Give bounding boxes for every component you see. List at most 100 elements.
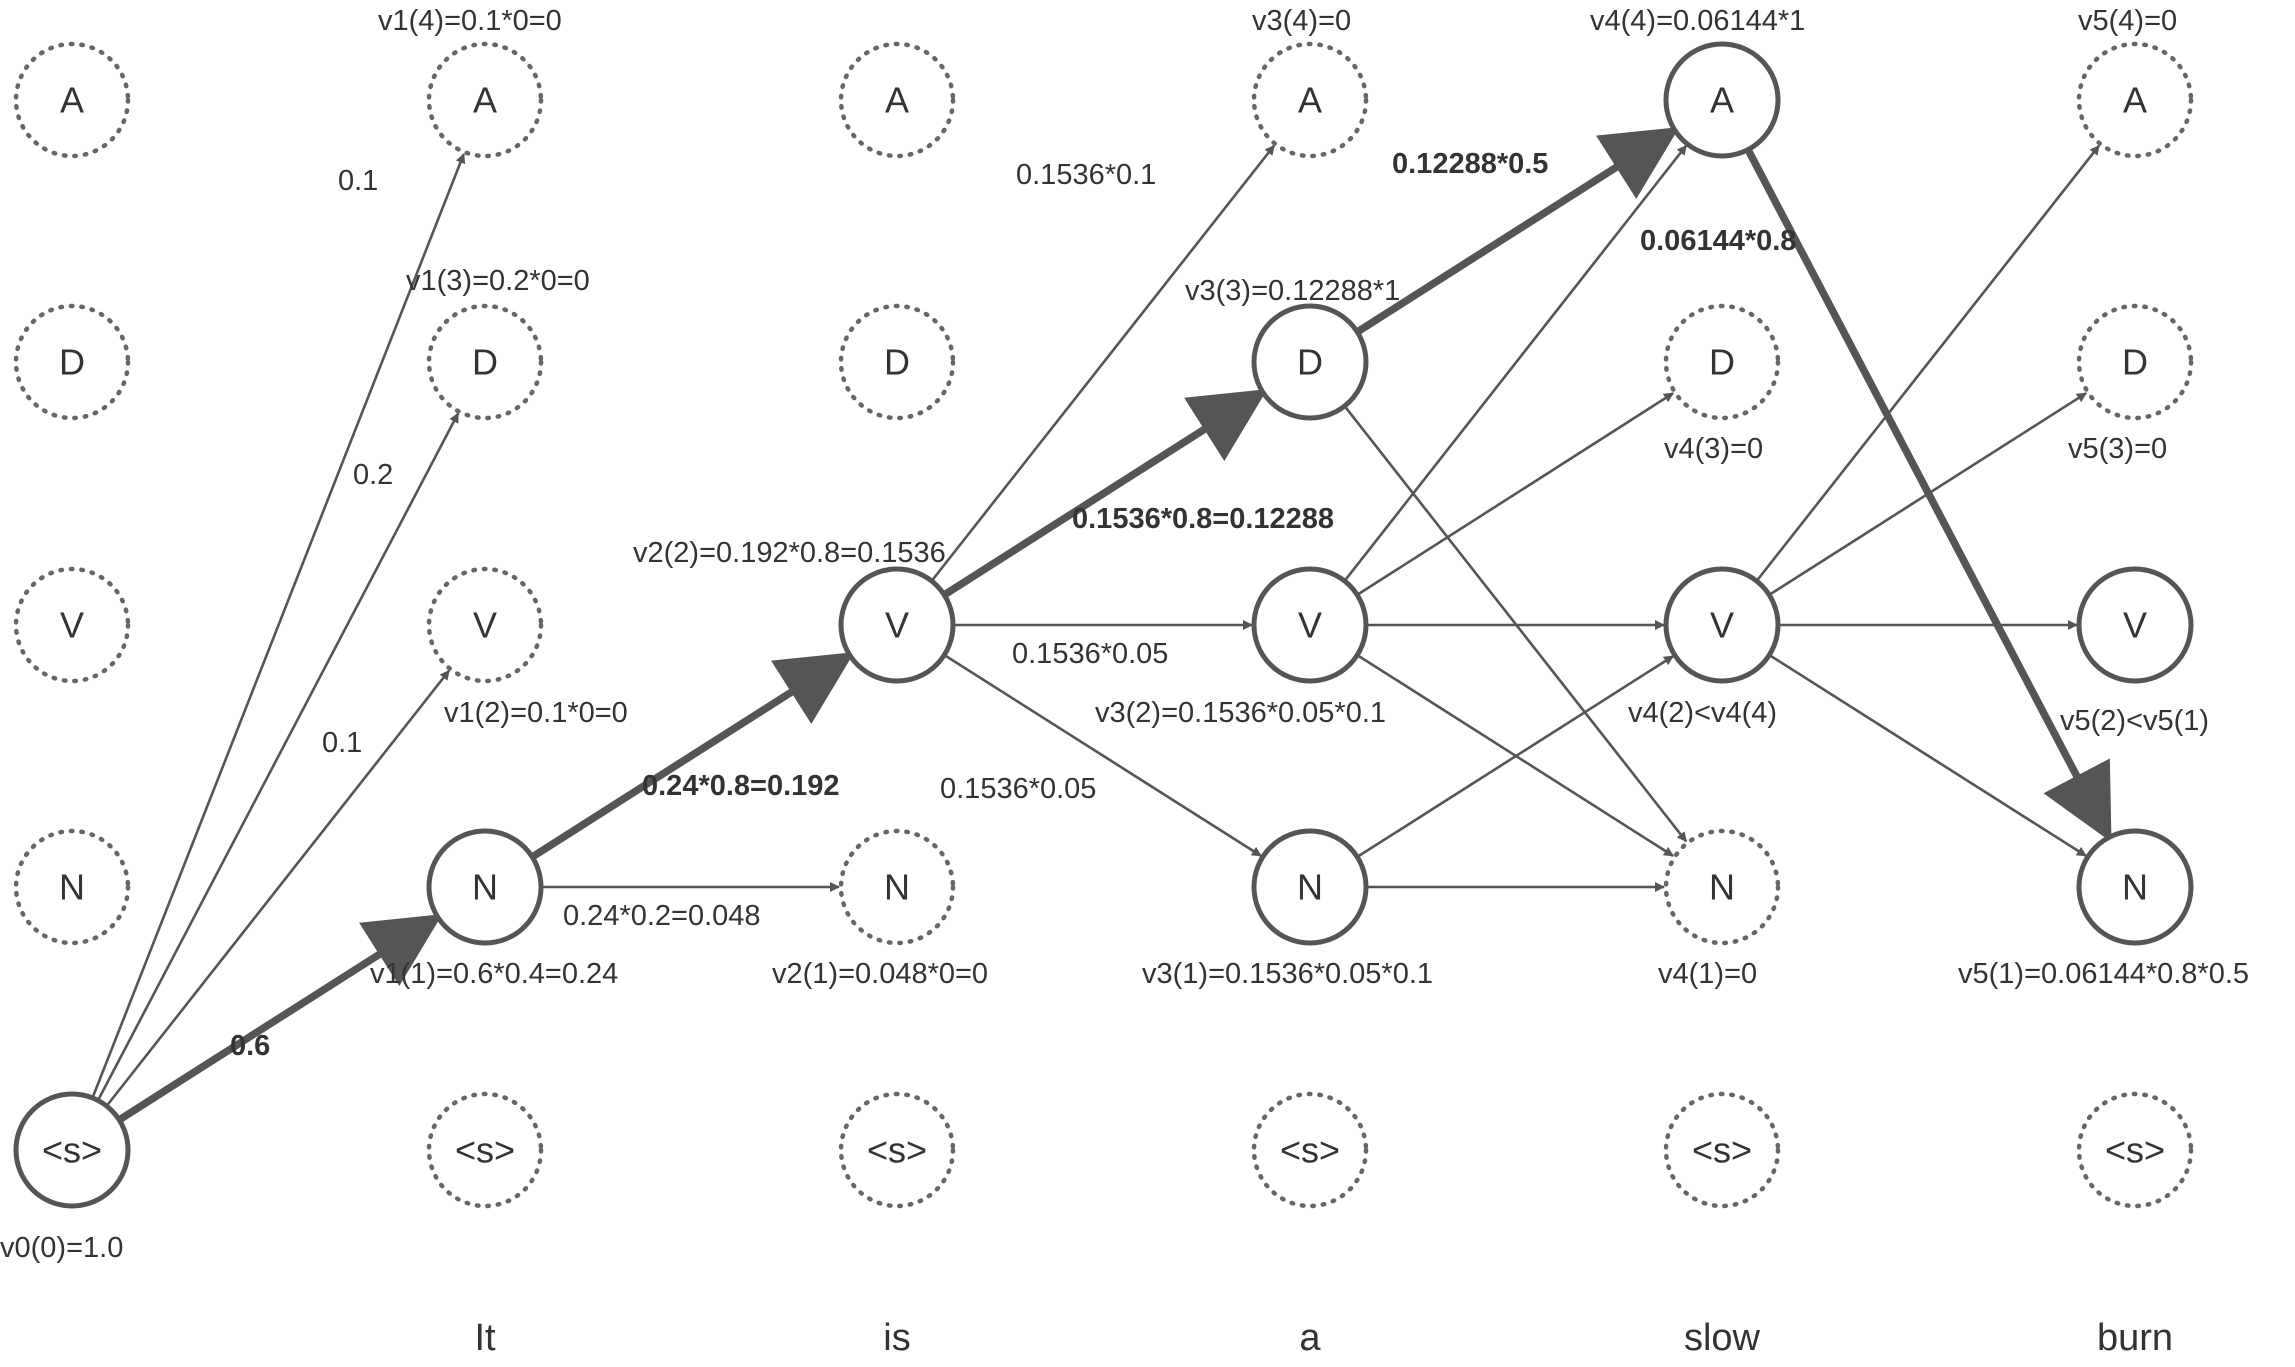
viterbi-label-v5-2: v5(2)<v5(1) bbox=[2060, 705, 2209, 737]
state-label: A bbox=[60, 80, 84, 121]
state-label: N bbox=[59, 867, 85, 908]
state-label: D bbox=[2122, 342, 2148, 383]
edge-c3-V-to-c4-A bbox=[1343, 144, 1688, 582]
state-circle bbox=[13, 1091, 131, 1209]
word-4: slow bbox=[1684, 1317, 1761, 1359]
state-label: <s> bbox=[1280, 1130, 1340, 1171]
state-node-c2-D: D bbox=[838, 303, 956, 421]
edge-label-N-N: 0.24*0.2=0.048 bbox=[563, 900, 761, 932]
state-circle bbox=[1663, 1091, 1781, 1209]
word-3: a bbox=[1299, 1317, 1321, 1359]
state-circle bbox=[2076, 41, 2194, 159]
edge-c2-V-to-c3-A bbox=[930, 144, 1276, 582]
state-label: D bbox=[1297, 342, 1323, 383]
state-node-c4-V: V bbox=[1663, 566, 1781, 684]
state-circle bbox=[13, 828, 131, 946]
state-circle bbox=[426, 1091, 544, 1209]
state-circle bbox=[1663, 303, 1781, 421]
edges-layer bbox=[91, 127, 2112, 1124]
edge-label-N-V: 0.24*0.8=0.192 bbox=[642, 770, 840, 802]
edge-c1-N-to-c2-V bbox=[530, 652, 855, 861]
state-circle bbox=[1251, 566, 1369, 684]
edge-c0-S-to-c1-A bbox=[91, 153, 466, 1099]
state-circle bbox=[2076, 1091, 2194, 1209]
state-node-c4-A: A bbox=[1663, 41, 1781, 159]
edge-c3-N-to-c4-V bbox=[1356, 655, 1674, 858]
state-label: D bbox=[884, 342, 910, 383]
state-node-c0-D: D bbox=[13, 303, 131, 421]
state-node-c2-S: <s> bbox=[838, 1091, 956, 1209]
viterbi-label-v1-1: v1(1)=0.6*0.4=0.24 bbox=[370, 958, 618, 990]
state-node-c3-A: A bbox=[1251, 41, 1369, 159]
state-circle bbox=[2076, 303, 2194, 421]
state-label: A bbox=[2123, 80, 2147, 121]
viterbi-label-v3-3: v3(3)=0.12288*1 bbox=[1185, 275, 1400, 307]
state-label: V bbox=[1710, 605, 1734, 646]
state-node-c1-D: D bbox=[426, 303, 544, 421]
state-circle bbox=[13, 303, 131, 421]
state-node-c4-S: <s> bbox=[1663, 1091, 1781, 1209]
state-label: V bbox=[2123, 605, 2147, 646]
viterbi-label-v5-4: v5(4)=0 bbox=[2078, 5, 2177, 37]
nodes-layer: ADVN<s>ADVN<s>ADVN<s>ADVN<s>ADVN<s>ADVN<… bbox=[13, 41, 2194, 1209]
edge-label-A-N: 0.06144*0.8 bbox=[1640, 225, 1796, 257]
viterbi-label-v3-2: v3(2)=0.1536*0.05*0.1 bbox=[1095, 697, 1386, 729]
viterbi-label-v1-3: v1(3)=0.2*0=0 bbox=[406, 265, 590, 297]
state-circle bbox=[1251, 1091, 1369, 1209]
viterbi-label-v0-0: v0(0)=1.0 bbox=[0, 1232, 123, 1264]
viterbi-label-v4-1: v4(1)=0 bbox=[1658, 958, 1757, 990]
state-label: D bbox=[59, 342, 85, 383]
state-label: <s> bbox=[42, 1130, 102, 1171]
state-label: V bbox=[1298, 605, 1322, 646]
state-circle bbox=[13, 566, 131, 684]
state-circle bbox=[426, 41, 544, 159]
edge-label-V-A: 0.1536*0.1 bbox=[1016, 159, 1156, 191]
edge-label-s-D: 0.2 bbox=[353, 459, 393, 491]
edge-c2-V-to-c3-D bbox=[942, 389, 1268, 599]
word-2: is bbox=[883, 1317, 910, 1359]
state-node-c3-S: <s> bbox=[1251, 1091, 1369, 1209]
state-node-c5-D: D bbox=[2076, 303, 2194, 421]
state-label: D bbox=[472, 342, 498, 383]
state-circle bbox=[426, 828, 544, 946]
state-circle bbox=[426, 303, 544, 421]
state-label: A bbox=[473, 80, 497, 121]
state-node-c2-A: A bbox=[838, 41, 956, 159]
edge-c4-V-to-c5-D bbox=[1768, 392, 2087, 596]
state-label: N bbox=[1297, 867, 1323, 908]
edge-label-D-A: 0.12288*0.5 bbox=[1392, 148, 1548, 180]
state-circle bbox=[1251, 41, 1369, 159]
state-node-c0-S: <s> bbox=[13, 1091, 131, 1209]
state-circle bbox=[1251, 303, 1369, 421]
state-label: A bbox=[1298, 80, 1322, 121]
state-circle bbox=[1251, 828, 1369, 946]
state-circle bbox=[2076, 828, 2194, 946]
state-label: <s> bbox=[455, 1130, 515, 1171]
state-node-c5-S: <s> bbox=[2076, 1091, 2194, 1209]
edge-c2-V-to-c3-N bbox=[943, 653, 1262, 857]
edge-c4-V-to-c5-A bbox=[1755, 144, 2101, 582]
state-label: N bbox=[2122, 867, 2148, 908]
edge-c0-S-to-c1-V bbox=[105, 669, 451, 1107]
state-node-c5-N: N bbox=[2076, 828, 2194, 946]
word-1: It bbox=[474, 1317, 496, 1359]
edge-c0-S-to-c1-D bbox=[96, 412, 460, 1102]
viterbi-label-v1-4: v1(4)=0.1*0=0 bbox=[378, 5, 562, 37]
edge-c4-V-to-c5-N bbox=[1768, 653, 2087, 857]
state-node-c4-N: N bbox=[1663, 828, 1781, 946]
edge-label-s-N: 0.6 bbox=[230, 1030, 270, 1062]
state-node-c0-A: A bbox=[13, 41, 131, 159]
edge-label-V-D: 0.1536*0.8=0.12288 bbox=[1072, 503, 1334, 535]
state-label: N bbox=[472, 867, 498, 908]
state-node-c3-N: N bbox=[1251, 828, 1369, 946]
edge-c3-V-to-c4-D bbox=[1356, 392, 1674, 596]
state-label: V bbox=[885, 605, 909, 646]
state-circle bbox=[2076, 566, 2194, 684]
edge-label-V-V: 0.1536*0.05 bbox=[1012, 638, 1168, 670]
state-label: N bbox=[884, 867, 910, 908]
state-circle bbox=[838, 1091, 956, 1209]
state-node-c3-V: V bbox=[1251, 566, 1369, 684]
state-label: <s> bbox=[2105, 1130, 2165, 1171]
state-node-c1-N: N bbox=[426, 828, 544, 946]
state-circle bbox=[426, 566, 544, 684]
